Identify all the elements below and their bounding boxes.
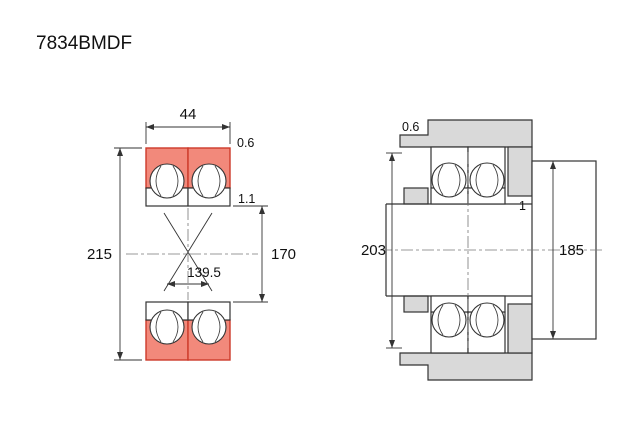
dim-housing-abutment: 203 xyxy=(361,152,402,349)
housing-cover xyxy=(507,146,533,197)
housing-top xyxy=(399,119,533,148)
arrowhead xyxy=(389,153,395,161)
arrowhead xyxy=(117,352,123,360)
housing-bottom xyxy=(399,352,533,381)
ball xyxy=(431,162,467,198)
arrowhead xyxy=(389,340,395,348)
dim-width: 44 xyxy=(145,106,231,144)
ball xyxy=(149,163,185,199)
arrowhead xyxy=(550,331,556,339)
dim-outer-diameter: 215 xyxy=(87,147,142,361)
part-number-title: 7834BMDF xyxy=(36,33,132,54)
arrowhead xyxy=(222,124,230,130)
dim-bore-diameter-label: 170 xyxy=(271,246,296,263)
spacer-ring xyxy=(403,295,429,313)
spacer-ring xyxy=(403,187,429,205)
left-section-view: 44 215 170 139.5 0.6 1.1 xyxy=(87,106,296,361)
arrowhead xyxy=(117,148,123,156)
fillet-shaft-label: 1 xyxy=(519,199,526,213)
dim-housing-abutment-label: 203 xyxy=(361,242,386,259)
chamfer-inner-label: 1.1 xyxy=(238,192,255,206)
arrowhead xyxy=(167,281,175,287)
ball xyxy=(469,302,505,338)
arrowhead xyxy=(550,161,556,169)
ball xyxy=(149,309,185,345)
arrowhead xyxy=(259,294,265,302)
fillet-housing-label: 0.6 xyxy=(402,120,419,134)
arrowhead xyxy=(259,206,265,214)
chamfer-outer-label: 0.6 xyxy=(237,136,254,150)
dim-load-center: 139.5 xyxy=(167,265,221,287)
housing xyxy=(399,119,533,381)
ball xyxy=(191,309,227,345)
dim-load-center-label: 139.5 xyxy=(187,265,221,280)
ball xyxy=(191,163,227,199)
dim-outer-diameter-label: 215 xyxy=(87,246,112,263)
dim-width-label: 44 xyxy=(180,106,197,123)
ball xyxy=(469,162,505,198)
arrowhead xyxy=(201,281,209,287)
housing-cover xyxy=(507,303,533,354)
ball xyxy=(431,302,467,338)
dim-shaft-abutment: 185 xyxy=(550,161,584,339)
right-mounted-view: 203 185 0.6 1 xyxy=(361,119,602,381)
dim-shaft-abutment-label: 185 xyxy=(559,242,584,259)
arrowhead xyxy=(146,124,154,130)
dim-bore-diameter: 170 xyxy=(233,205,296,303)
